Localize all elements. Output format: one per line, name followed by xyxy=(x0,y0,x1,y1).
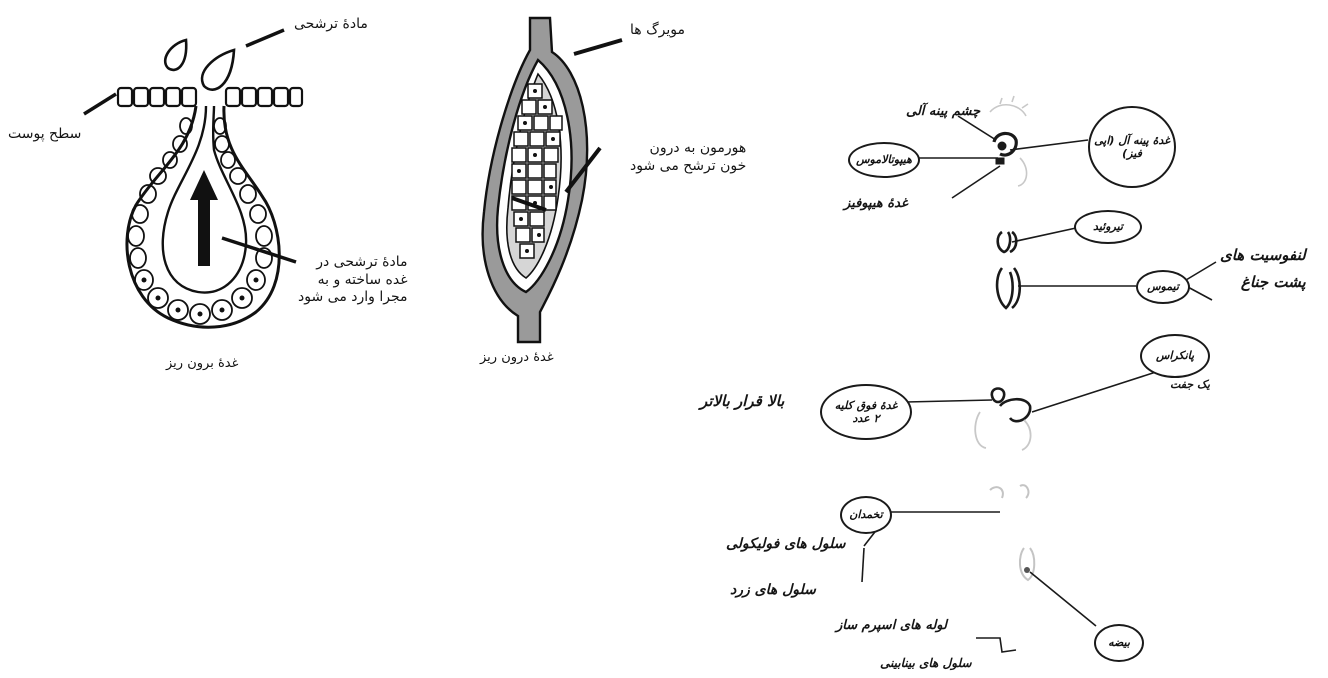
capillary-label: مویرگ ها xyxy=(630,22,685,40)
skin-epithelium-left xyxy=(118,88,196,106)
hormone-label-line-1: هورمون به درون xyxy=(630,140,746,158)
adrenal-note: بالا قرار بالاتر xyxy=(700,392,784,411)
inner-pointer xyxy=(222,238,296,262)
endocrine-caption: غدهٔ درون ریز xyxy=(480,350,554,365)
hormone-label: هورمون به درون خون ترشح می شود xyxy=(630,140,746,175)
lymphocytes-line-2: پشت جناغ xyxy=(1220,273,1306,292)
ovary-note-1: سلول های فولیکولی xyxy=(726,536,845,554)
endocrine-gland-figure xyxy=(483,18,622,342)
pancreas-text: پانکراس xyxy=(1156,349,1194,362)
adrenal-bubble: غدهٔ فوق کلیه ۲ عدد xyxy=(820,384,912,440)
pancreas-sketch xyxy=(1000,399,1030,421)
thyroid-bubble: تیروئید xyxy=(1074,210,1142,244)
skin-epithelium-right xyxy=(226,88,302,106)
pineal-bubble: غدهٔ پینه آل (اپی فیز) xyxy=(1088,106,1176,188)
ovary-sketch xyxy=(990,485,1028,498)
thymus-bubble: تیموس xyxy=(1136,270,1190,304)
thyroid-text: تیروئید xyxy=(1093,220,1123,233)
secretion-droplet-right xyxy=(202,50,234,90)
adrenal-line-1: غدهٔ فوق کلیه xyxy=(835,399,898,412)
inner-label-line-2: غده ساخته و به xyxy=(298,272,408,290)
thymus-text: تیموس xyxy=(1147,280,1179,293)
duct-arrow-shaft xyxy=(198,196,210,266)
pancreas-note: یک جفت xyxy=(1170,378,1210,392)
secretion-label: مادهٔ ترشحی xyxy=(294,16,368,34)
thymus-sketch xyxy=(997,268,1020,308)
third-eye-label: چشم پینه آلی xyxy=(906,104,980,120)
pancreas-bubble: پانکراس xyxy=(1140,334,1210,378)
kidney-sketch xyxy=(975,412,1030,450)
pineal-text: غدهٔ پینه آل (اپی فیز) xyxy=(1090,134,1174,160)
ovary-note-2: سلول های زرد xyxy=(730,582,816,600)
adrenal-text: غدهٔ فوق کلیه ۲ عدد xyxy=(835,399,898,425)
skin-surface-label: سطح پوست xyxy=(8,126,81,144)
capillary-pointer xyxy=(574,40,622,54)
secretion-pointer xyxy=(246,30,284,46)
testis-text: بیضه xyxy=(1108,636,1130,649)
exocrine-caption: غدهٔ برون ریز xyxy=(166,356,238,371)
hypothalamus-mark xyxy=(996,158,1004,164)
connector-lines xyxy=(862,116,1216,652)
inner-label-line-3: مجرا وارد می شود xyxy=(298,289,408,307)
hypothalamus-bubble: هیپوتالاموس xyxy=(848,142,920,178)
ovary-bubble: تخمدان xyxy=(840,496,892,534)
duct-arrow-head xyxy=(190,170,218,200)
pituitary-label: غدهٔ هیپوفیز xyxy=(844,196,908,212)
inner-label-line-1: مادهٔ ترشحی در xyxy=(298,254,408,272)
hormone-label-line-2: خون ترشح می شود xyxy=(630,158,746,176)
adrenal-sketch xyxy=(992,389,1004,403)
testis-dot xyxy=(1024,567,1030,573)
lymphocytes-line-1: لنفوسیت های xyxy=(1220,246,1306,265)
testis-sketch xyxy=(1020,548,1034,580)
skin-pointer xyxy=(84,94,116,114)
ovary-text: تخمدان xyxy=(849,508,882,521)
testis-bubble: بیضه xyxy=(1094,624,1144,662)
testis-note-2: سلول های بینابینی xyxy=(880,656,972,671)
pineal-dot xyxy=(998,142,1006,150)
inner-label: مادهٔ ترشحی در غده ساخته و به مجرا وارد … xyxy=(298,254,408,307)
testis-note-1: لوله های اسپرم ساز xyxy=(836,618,947,634)
hypothalamus-text: هیپوتالاموس xyxy=(856,153,912,166)
lymphocytes-label: لنفوسیت های پشت جناغ xyxy=(1220,246,1306,292)
secretion-droplet-left xyxy=(165,40,186,70)
gland-nuclei xyxy=(142,278,259,317)
adrenal-line-2: ۲ عدد xyxy=(835,412,898,425)
exocrine-gland-figure xyxy=(84,30,302,327)
